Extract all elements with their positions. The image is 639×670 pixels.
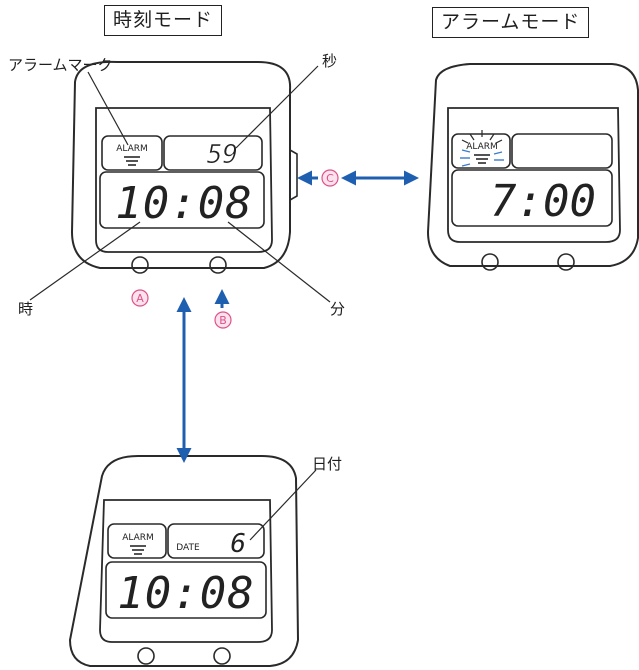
- alarm-time-display: 7:00: [490, 176, 596, 227]
- alarm-flash-icon: [474, 154, 490, 164]
- alarm-text-2: ALARM: [466, 142, 498, 152]
- alarm-window: [101, 135, 163, 171]
- button-b-shape: [209, 256, 227, 274]
- alarm-icon: [124, 156, 140, 166]
- button-a-letter: A: [136, 292, 144, 305]
- alarm-window-2: [451, 133, 511, 169]
- button-c-letter: C: [326, 172, 334, 185]
- date-word: DATE: [176, 543, 200, 553]
- button-c-marker: C: [321, 169, 339, 187]
- date-label: 日付: [312, 455, 343, 473]
- button-b-shape-2: [557, 253, 575, 271]
- seconds-display: 59: [207, 140, 238, 170]
- date-time-display: 10:08: [117, 568, 254, 619]
- button-b-shape-3: [213, 647, 231, 665]
- crown: [289, 149, 298, 201]
- callout-lines-1: [29, 65, 331, 303]
- time-window: [99, 171, 265, 229]
- watch-bezel-3: [99, 499, 273, 643]
- time-window-3: [105, 561, 267, 619]
- button-b-letter: B: [219, 314, 227, 327]
- watch-case-2: [426, 63, 639, 267]
- alarm-mark-label: アラームマーク: [8, 56, 113, 74]
- watch-bezel-2: [447, 107, 621, 243]
- hour-label: 時: [18, 300, 34, 318]
- blank-window: [511, 133, 613, 169]
- watch-bezel: [95, 107, 273, 253]
- hour-leader: [29, 221, 141, 301]
- seconds-label: 秒: [322, 52, 338, 70]
- watch-date-mode: [68, 455, 300, 667]
- alarm-burst-rays: [461, 130, 503, 144]
- watch-time-mode: [70, 60, 298, 274]
- date-value-display: 6: [230, 529, 246, 559]
- alarm-icon-3: [130, 545, 146, 555]
- seconds-leader: [235, 65, 319, 149]
- date-window: [167, 523, 265, 559]
- time-display: 10:08: [115, 178, 252, 229]
- minute-label: 分: [330, 300, 346, 318]
- watch-alarm-mode: [426, 63, 639, 271]
- alarm-mode-title: アラームモード: [432, 7, 590, 38]
- button-a-shape: [131, 256, 149, 274]
- alarm-window-3: [107, 523, 167, 559]
- button-a-shape-3: [137, 647, 155, 665]
- button-b-marker: B: [214, 311, 232, 329]
- button-a-shape-2: [481, 253, 499, 271]
- button-a-marker: A: [131, 289, 149, 307]
- seconds-window: [163, 135, 263, 171]
- time-window-2: [451, 169, 613, 227]
- alarm-glow-rays: [460, 149, 504, 167]
- alarm-mark-leader: [87, 71, 129, 146]
- minute-leader: [227, 221, 331, 303]
- date-leader: [249, 469, 317, 541]
- watch-case-3: [68, 455, 300, 667]
- watch-case: [70, 60, 292, 269]
- alarm-text-1: ALARM: [116, 144, 148, 154]
- alarm-text-3: ALARM: [122, 533, 154, 543]
- time-mode-title: 時刻モード: [104, 5, 223, 36]
